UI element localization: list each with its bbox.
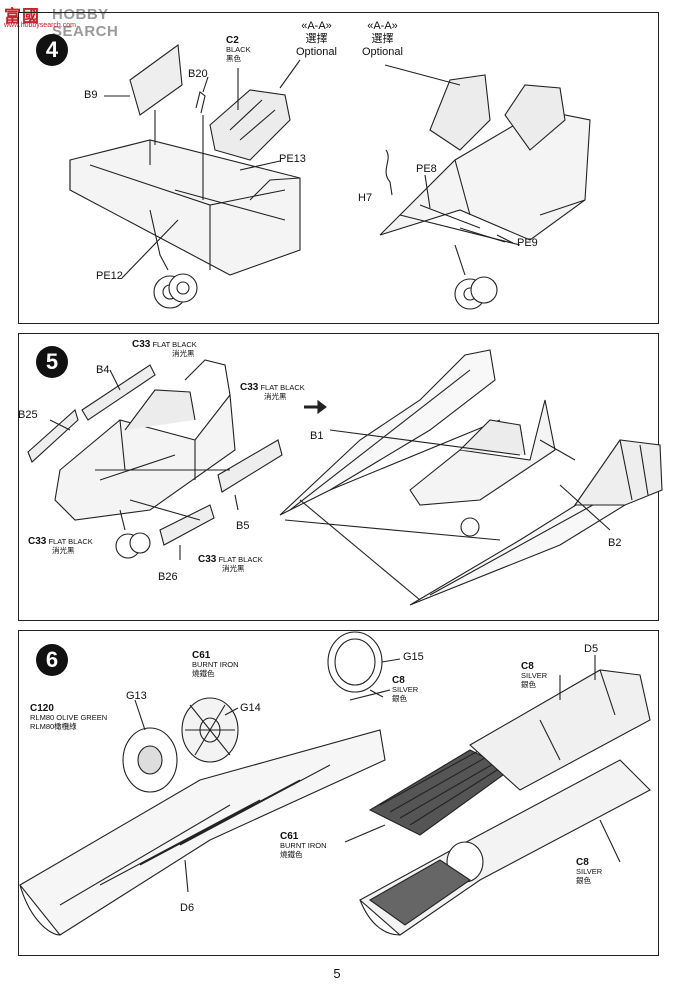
part-pe12-label: PE12 xyxy=(96,270,123,282)
flat-black-name-top: FLAT BLACK xyxy=(152,340,197,349)
color-c2-name: BLACK xyxy=(226,45,251,54)
flat-black-name-bottom: FLAT BLACK xyxy=(218,555,263,564)
option-right-en: Optional xyxy=(362,46,403,58)
option-left-en: Optional xyxy=(296,46,337,58)
part-b1-label: B1 xyxy=(310,430,324,442)
burnt-iron-code-top: C61 xyxy=(192,650,211,661)
part-pe13-label: PE13 xyxy=(279,153,306,165)
burnt-iron-callout-middle: C61 BURNT IRON 燒鐵色 xyxy=(280,831,327,860)
watermark-logo: 富國 HOBBY SEARCH www.hobbysearch.com xyxy=(0,0,170,40)
silver-code-tube: C8 xyxy=(521,661,534,672)
olive-green-callout: C120 RLM80 OLIVE GREEN RLM80橄欖綠 xyxy=(30,703,108,732)
silver-cn-tube: 銀色 xyxy=(521,680,536,689)
color-c2-name-cn: 黑色 xyxy=(226,54,241,63)
burnt-iron-callout-top: C61 BURNT IRON 燒鐵色 xyxy=(192,650,239,679)
silver-name-bottom: SILVER xyxy=(576,867,603,876)
part-pe9-label: PE9 xyxy=(517,237,538,249)
step-4-panel xyxy=(18,12,659,324)
flat-black-callout-right: C33 FLAT BLACK 消光黑 xyxy=(240,382,305,402)
burnt-iron-code-middle: C61 xyxy=(280,831,299,842)
part-b2-label: B2 xyxy=(608,537,622,549)
color-c2-code: C2 xyxy=(226,35,239,46)
part-d5-label: D5 xyxy=(584,643,599,655)
olive-green-name: RLM80 OLIVE GREEN xyxy=(30,713,108,722)
watermark-search: HOBBY SEARCH xyxy=(52,6,119,40)
part-b4-label: B4 xyxy=(96,364,110,376)
silver-callout-disc: C8 SILVER 銀色 xyxy=(392,675,419,704)
option-left-tag: «A-A» xyxy=(301,20,332,32)
part-pe8-label: PE8 xyxy=(416,163,437,175)
burnt-iron-name-middle: BURNT IRON xyxy=(280,841,327,850)
option-right-cn: 選擇 xyxy=(371,33,394,45)
silver-cn-disc: 銀色 xyxy=(392,694,407,703)
silver-callout-bottom: C8 SILVER 銀色 xyxy=(576,857,603,886)
flat-black-callout-left: C33 FLAT BLACK 消光黑 xyxy=(28,536,93,556)
flat-black-code-right: C33 xyxy=(240,382,259,393)
step-6-panel xyxy=(18,630,659,956)
flat-black-cn-top: 消光黑 xyxy=(172,349,195,358)
silver-code-bottom: C8 xyxy=(576,857,589,868)
step-5-badge: 5 xyxy=(36,346,68,378)
flat-black-code-bottom: C33 xyxy=(198,554,217,565)
silver-name-tube: SILVER xyxy=(521,671,548,680)
page-number: 5 xyxy=(333,966,341,981)
color-c2-callout: C2 BLACK 黑色 xyxy=(226,35,251,64)
part-b25-label: B25 xyxy=(18,409,38,421)
flat-black-name-right: FLAT BLACK xyxy=(260,383,305,392)
option-left-cn: 選擇 xyxy=(305,33,328,45)
silver-cn-bottom: 銀色 xyxy=(576,876,591,885)
part-b20-label: B20 xyxy=(188,68,208,80)
part-g14-label: G14 xyxy=(240,702,261,714)
burnt-iron-cn-top: 燒鐵色 xyxy=(192,669,215,678)
olive-green-name-cn: RLM80橄欖綠 xyxy=(30,722,77,731)
watermark-url: www.hobbysearch.com xyxy=(4,22,76,29)
part-b5-label: B5 xyxy=(236,520,250,532)
option-left-note: «A-A» 選擇 Optional xyxy=(296,20,337,59)
part-b9-label: B9 xyxy=(84,89,98,101)
burnt-iron-cn-middle: 燒鐵色 xyxy=(280,850,303,859)
flat-black-cn-left: 消光黑 xyxy=(52,546,75,555)
flat-black-cn-bottom: 消光黑 xyxy=(222,564,245,573)
flat-black-code-left: C33 xyxy=(28,536,47,547)
burnt-iron-name-top: BURNT IRON xyxy=(192,660,239,669)
step-4-badge: 4 xyxy=(36,34,68,66)
part-d6-label: D6 xyxy=(180,902,195,914)
silver-callout-tube: C8 SILVER 銀色 xyxy=(521,661,548,690)
flat-black-name-left: FLAT BLACK xyxy=(48,537,93,546)
silver-code-disc: C8 xyxy=(392,675,405,686)
option-right-note: «A-A» 選擇 Optional xyxy=(362,20,403,59)
flat-black-code-top: C33 xyxy=(132,339,151,350)
part-g13-label: G13 xyxy=(126,690,147,702)
part-g15-label: G15 xyxy=(403,651,424,663)
part-b26-label: B26 xyxy=(158,571,178,583)
silver-name-disc: SILVER xyxy=(392,685,419,694)
watermark-brand: 富國 xyxy=(4,7,40,26)
flat-black-cn-right: 消光黑 xyxy=(264,392,287,401)
step-6-badge: 6 xyxy=(36,644,68,676)
flat-black-callout-bottom: C33 FLAT BLACK 消光黑 xyxy=(198,554,263,574)
part-h7-label: H7 xyxy=(358,192,373,204)
olive-green-code: C120 xyxy=(30,703,54,714)
flat-black-callout-top: C33 FLAT BLACK 消光黑 xyxy=(132,339,197,359)
option-right-tag: «A-A» xyxy=(367,20,398,32)
